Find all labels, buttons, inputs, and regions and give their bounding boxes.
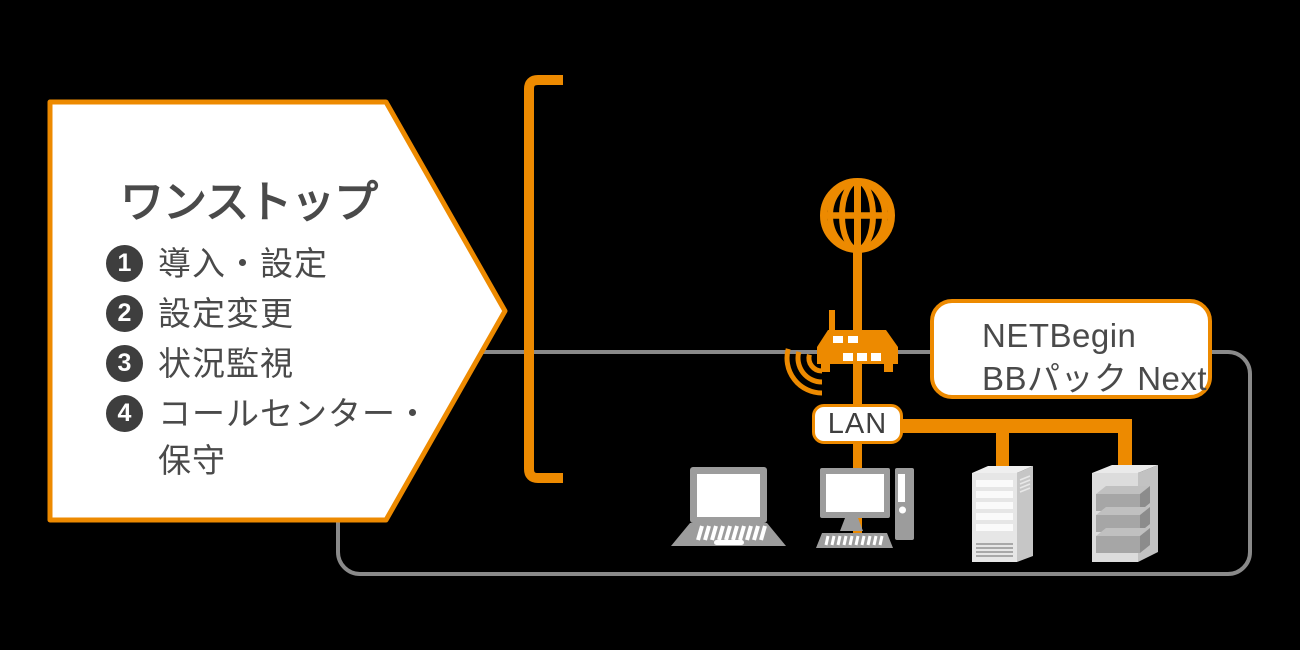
onestop-list: 1 導入・設定 2 設定変更 3 状況監視 4 コールセンター・ 保守 <box>106 240 430 487</box>
numbered-bullet: 3 <box>106 345 143 382</box>
lan-badge: LAN <box>812 404 903 444</box>
router-icon <box>817 310 898 372</box>
internet-line <box>853 248 862 533</box>
list-item-label: 設定変更 <box>158 295 294 332</box>
onestop-arrow-shape <box>47 99 508 523</box>
list-item-label: 導入・設定 <box>158 245 328 282</box>
product-name-line1: NETBegin <box>982 317 1137 354</box>
globe-icon <box>820 178 895 253</box>
lan-trunk-line <box>898 419 1132 467</box>
list-item: 4 コールセンター・ 保守 <box>106 390 430 484</box>
product-name-line2: BBパック Next <box>982 360 1208 397</box>
numbered-bullet: 4 <box>106 395 143 432</box>
onestop-title: ワンストップ <box>120 178 378 227</box>
desktop-pc-icon <box>816 468 914 548</box>
grouping-bracket <box>524 75 563 483</box>
list-item: 1 導入・設定 <box>106 240 430 287</box>
list-item: 3 状況監視 <box>106 340 430 387</box>
list-item-label: 状況監視 <box>158 345 294 382</box>
product-badge: NETBegin BBパック Next <box>930 299 1212 399</box>
laptop-icon <box>671 467 786 546</box>
list-item-label: コールセンター・ 保守 <box>158 395 430 479</box>
list-item: 2 設定変更 <box>106 290 430 337</box>
numbered-bullet: 2 <box>106 295 143 332</box>
rack-server-icon <box>1092 465 1158 562</box>
tower-server-icon <box>972 466 1033 562</box>
numbered-bullet: 1 <box>106 245 143 282</box>
wifi-waves-icon <box>784 348 823 396</box>
